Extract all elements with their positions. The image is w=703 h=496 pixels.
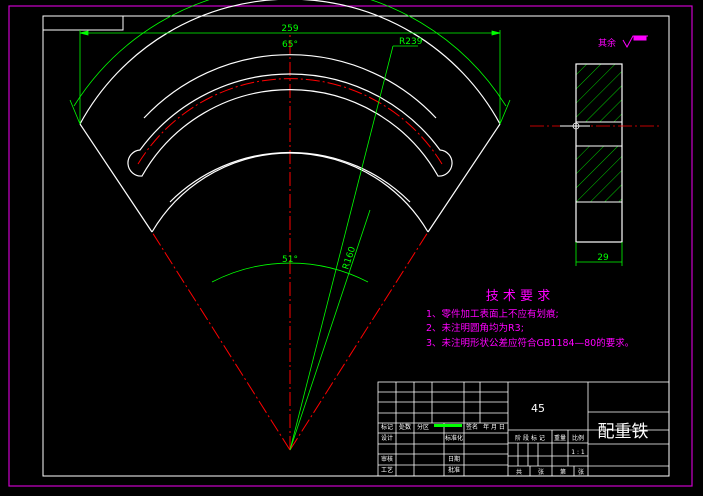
slot-centerline <box>137 78 443 165</box>
thickness-label: 29 <box>597 253 609 263</box>
tech-req-item-3: 3、未注明形状公差应符合GB1184—80的要求。 <box>426 337 634 349</box>
roughness-label: 其余 <box>598 37 616 49</box>
inner-radius-label: R160 <box>341 245 358 271</box>
dim-thickness <box>575 242 623 266</box>
tb-label-shenhe: 审核 <box>381 455 393 463</box>
tb-label-jieduan: 阶 段 标 记 <box>515 434 545 442</box>
tb-label-biaoji: 标记 <box>381 423 393 431</box>
tb-label-zhang-2: 张 <box>578 468 584 476</box>
roughness-symbol-icon <box>622 35 648 49</box>
tech-req-title: 技 术 要 求 <box>486 289 550 304</box>
scale-label: 1 : 1 <box>571 449 585 456</box>
dim-outer-radius <box>289 45 418 451</box>
drawing-frame <box>42 15 670 477</box>
tb-label-di: 第 <box>560 468 566 476</box>
tech-req-item-1: 1、零件加工表面上不应有划痕; <box>426 308 559 320</box>
outer-angle-label: 65° <box>282 40 298 50</box>
tb-label-biaozhunhua: 标准化 <box>445 434 463 442</box>
tb-label-gongyi: 工艺 <box>381 466 393 474</box>
tb-label-fenqu: 分区 <box>417 423 429 431</box>
tb-label-sheji: 设计 <box>381 434 393 442</box>
tb-label-zhang-1: 张 <box>538 468 544 476</box>
tb-label-zhongliang: 重量 <box>554 434 566 442</box>
tb-label-qianming: 签名 <box>466 423 478 431</box>
part-name: 配重铁 <box>598 422 649 442</box>
chord-label: 259 <box>281 24 298 34</box>
tech-req-item-2: 2、未注明圆角均为R3; <box>426 322 524 334</box>
dim-chord <box>79 30 501 124</box>
tb-label-nianyueri: 年 月 日 <box>483 423 505 431</box>
tb-label-gong: 共 <box>516 468 522 476</box>
dim-outer-angle <box>69 0 511 125</box>
sector-centerlines <box>151 34 429 451</box>
title-block <box>377 381 670 477</box>
code-box <box>42 15 124 31</box>
sector-outline <box>79 0 501 233</box>
material-label: 45 <box>531 402 545 415</box>
tb-label-pizhun: 批准 <box>448 466 460 474</box>
signature-bar <box>434 424 462 427</box>
tb-label-riqi: 日期 <box>448 455 460 463</box>
dim-inner-angle <box>211 262 369 283</box>
tb-label-chushu: 处数 <box>399 423 411 431</box>
slot-outline <box>127 73 453 177</box>
dim-inner-radius <box>289 209 371 451</box>
inner-angle-label: 51° <box>282 255 298 265</box>
sheet-border <box>8 5 693 487</box>
tb-label-bili: 比例 <box>572 434 584 442</box>
outer-radius-label: R239 <box>399 37 423 47</box>
section-view <box>530 63 662 243</box>
